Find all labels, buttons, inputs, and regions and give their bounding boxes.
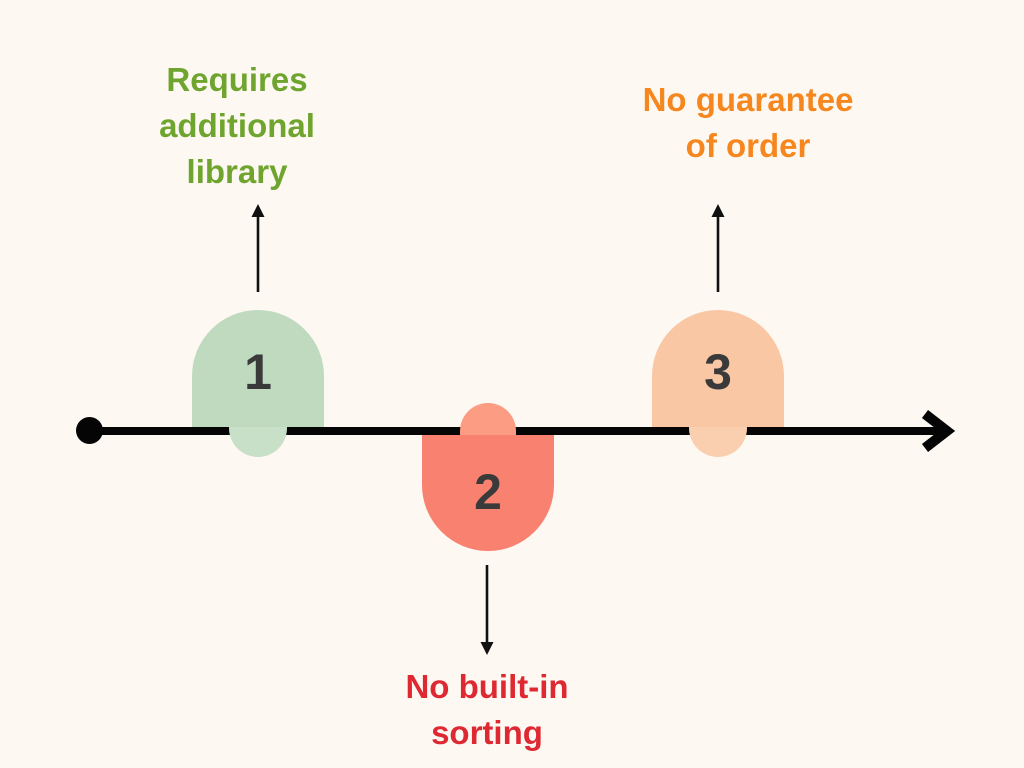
timeline-arrowhead-icon [921, 410, 956, 452]
marker-number: 1 [244, 344, 272, 400]
marker-number: 3 [704, 344, 732, 400]
annotation-line: Requires [166, 61, 308, 98]
up-arrow-icon [711, 204, 725, 292]
annotation-line: sorting [431, 714, 543, 751]
down-arrow-icon [480, 565, 494, 655]
annotation-line: No built-in [405, 668, 569, 705]
timeline-line [90, 427, 948, 435]
marker-bubble [422, 435, 554, 551]
up-arrow-icon [251, 204, 265, 292]
annotation-no-built-in-sorting: No built-in sorting [357, 664, 617, 756]
annotation-no-guarantee-of-order: No guarantee of order [617, 77, 879, 169]
annotation-line: library [186, 153, 288, 190]
marker-bubble [652, 310, 784, 427]
marker-tab [460, 403, 516, 435]
annotation-requires-additional-library: Requires additional library [107, 57, 367, 195]
marker-tab [229, 427, 287, 457]
annotation-line: of order [685, 127, 811, 164]
marker-tab [689, 427, 747, 457]
annotation-line: No guarantee [642, 81, 854, 118]
marker-number: 2 [474, 464, 502, 520]
annotation-line: additional [159, 107, 315, 144]
marker-bubble [192, 310, 324, 427]
